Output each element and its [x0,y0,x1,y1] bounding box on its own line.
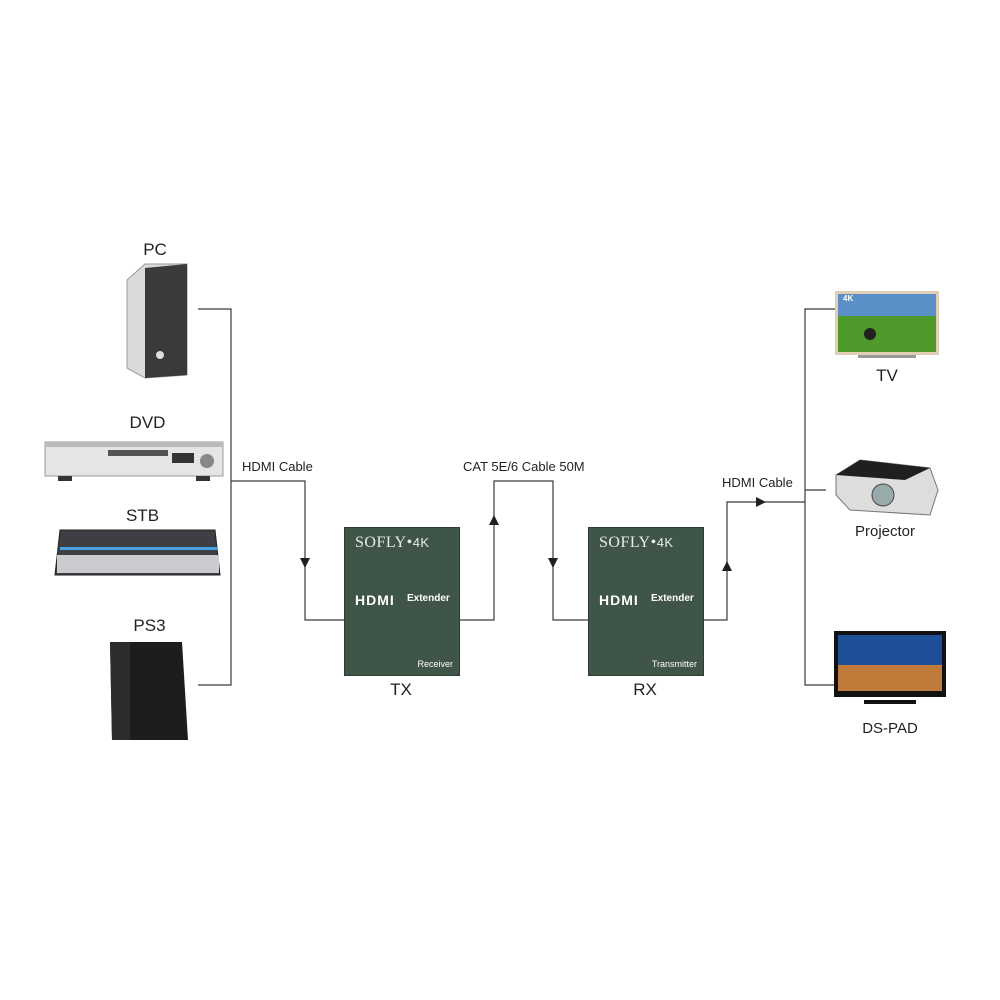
product-name: Extender [651,593,694,604]
projector-icon [835,459,939,516]
pc-tower-icon [126,263,188,379]
rx-label: RX [633,680,657,699]
tx-extender-box: SOFLY•4K HDMI Extender Receiver [344,527,460,676]
source-label-stb: STB [125,506,160,525]
arrow-right-icon [756,497,766,507]
brand-logo: SOFLY•4K [599,534,674,551]
arrow-down-icon [548,558,558,568]
device-role: Receiver [417,659,453,669]
hdmi-logo: HDMI [599,592,639,608]
source-label-ps3: PS3 [133,616,166,635]
ps3-console-icon [110,642,188,740]
dvd-player-icon [44,441,224,481]
input-cable-label: HDMI Cable [242,459,313,474]
brand-logo: SOFLY•4K [355,534,430,551]
set-top-box-icon [54,529,221,576]
link-cable-label: CAT 5E/6 Cable 50M [463,459,585,474]
source-label-dvd: DVD [129,413,166,432]
hdmi-logo: HDMI [355,592,395,608]
source-label-pc: PC [143,240,167,259]
arrow-up-icon [722,561,732,571]
display-label-projector: Projector [854,523,916,540]
device-role: Transmitter [651,659,697,669]
rx-extender-box: SOFLY•4K HDMI Extender Transmitter [588,527,704,676]
monitor-icon [834,631,946,704]
display-label-tv: TV [876,366,898,385]
product-name: Extender [407,593,450,604]
arrow-up-icon [489,515,499,525]
output-cable-label: HDMI Cable [722,475,793,490]
display-label-ds-pad: DS-PAD [862,720,918,737]
tx-label: TX [390,680,412,699]
tv-screen-text: 4K [843,294,854,303]
tv-icon [835,291,939,358]
arrow-down-icon [300,558,310,568]
